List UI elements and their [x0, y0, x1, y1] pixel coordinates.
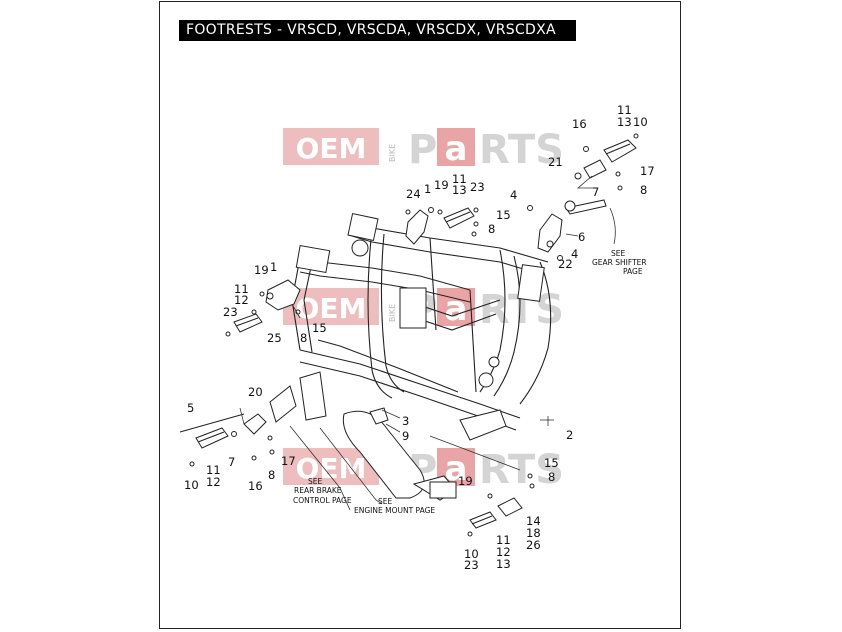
shift-lever-icon: [565, 199, 607, 215]
svg-text:a: a: [445, 129, 468, 169]
callout: 4: [510, 188, 517, 202]
svg-text:P: P: [408, 127, 437, 173]
callout: 15: [544, 456, 559, 470]
callout: 15: [496, 208, 511, 222]
engine-mount-note: ENGINE MOUNT PAGE: [354, 506, 435, 515]
rear-brake-note: CONTROL PAGE: [293, 496, 352, 505]
svg-text:OEM: OEM: [296, 292, 367, 325]
callout: 12: [496, 545, 511, 559]
callout: 14: [526, 514, 541, 528]
svg-text:a: a: [445, 449, 468, 489]
callout-labels: 11 13 10 16 21 17 7 8 4 6 4 22 24 1 19 1…: [184, 103, 655, 572]
callout: 17: [640, 164, 655, 178]
svg-text:OEM: OEM: [296, 452, 367, 485]
callout: 10: [464, 547, 479, 561]
passenger-footrest-left-group: [225, 279, 301, 337]
svg-text:OEM: OEM: [296, 132, 367, 165]
callout: 23: [464, 558, 479, 572]
callout: 7: [592, 185, 599, 199]
lower-clevis-icon: [243, 413, 267, 435]
callout: 11: [206, 463, 221, 477]
callout: 8: [548, 470, 555, 484]
callout: 13: [617, 115, 632, 129]
callout: 8: [300, 331, 307, 345]
callout: 4: [571, 247, 578, 261]
gear-shifter-note: GEAR SHIFTER: [592, 258, 647, 267]
callout: 21: [548, 155, 563, 169]
rider-footrest-right-group: [527, 133, 639, 261]
gear-shifter-note: SEE: [611, 249, 625, 258]
callout: 12: [206, 475, 221, 489]
callout: 13: [452, 183, 467, 197]
callout: 6: [578, 230, 585, 244]
callout: 7: [228, 455, 235, 469]
footrest-peg-icon: [603, 139, 637, 163]
rear-brake-note: SEE: [308, 477, 322, 486]
engine-mount-note: SEE: [378, 497, 392, 506]
watermark-top: OEM BIKE P a RTS: [283, 127, 564, 173]
callout: 5: [187, 401, 194, 415]
gear-shifter-note: PAGE: [623, 267, 643, 276]
callout: 23: [223, 305, 238, 319]
svg-text:a: a: [445, 289, 468, 329]
callout: 2: [566, 428, 573, 442]
callout: 15: [312, 321, 327, 335]
callout: 8: [268, 468, 275, 482]
svg-text:BIKE: BIKE: [388, 144, 397, 162]
rider-footrest-left-group: [405, 207, 479, 245]
callout: 11: [452, 172, 467, 186]
callout: 19: [458, 474, 473, 488]
footrest-peg-icon-left: [443, 207, 475, 229]
callout: 11: [617, 103, 632, 117]
callout: 18: [526, 526, 541, 540]
callout: 13: [496, 557, 511, 571]
callout: 25: [267, 331, 282, 345]
pivot-pin: [179, 413, 245, 433]
svg-text:RTS: RTS: [479, 127, 564, 173]
callout: 11: [234, 282, 249, 296]
svg-text:RTS: RTS: [479, 447, 564, 493]
footrest-rubber-line: [605, 143, 631, 155]
callout: 19: [434, 178, 449, 192]
callout: 20: [248, 385, 263, 399]
bottom-clevis-icon: [497, 497, 523, 517]
passenger-peg-icon: [233, 313, 263, 333]
callout: 24: [406, 187, 421, 201]
passenger-footrest-lower-group: [179, 407, 275, 467]
callout: 3: [402, 414, 409, 428]
callout: 23: [470, 180, 485, 194]
callout: 1: [424, 182, 431, 196]
footrest-bottom-group: [369, 407, 554, 537]
callout: 11: [496, 533, 511, 547]
callout: 10: [184, 478, 199, 492]
callout: 16: [248, 479, 263, 493]
callout: 16: [572, 117, 587, 131]
motorcycle-frame: [269, 212, 552, 501]
callout: 22: [558, 257, 573, 271]
rear-brake-note: REAR BRAKE: [294, 486, 342, 495]
diagram-title: FOOTRESTS - VRSCD, VRSCDA, VRSCDX, VRSCD…: [179, 20, 576, 41]
reference-notes: SEE GEAR SHIFTER PAGE SEE REAR BRAKE CON…: [293, 249, 647, 515]
callout: 8: [640, 183, 647, 197]
callout: 8: [488, 222, 495, 236]
footrest-mount-bracket-left: [405, 209, 429, 245]
footrest-clevis-icon: [583, 159, 607, 179]
callout: 17: [281, 454, 296, 468]
callout: 26: [526, 538, 541, 552]
lower-peg-icon: [195, 427, 229, 449]
callout: 12: [234, 293, 249, 307]
footrest-mount-bracket: [537, 213, 563, 253]
callout: 19: [254, 263, 269, 277]
callout: 9: [402, 429, 409, 443]
callout: 10: [633, 115, 648, 129]
passenger-mount-bracket: [265, 279, 301, 311]
callout: 1: [270, 260, 277, 274]
svg-text:BIKE: BIKE: [388, 304, 397, 322]
